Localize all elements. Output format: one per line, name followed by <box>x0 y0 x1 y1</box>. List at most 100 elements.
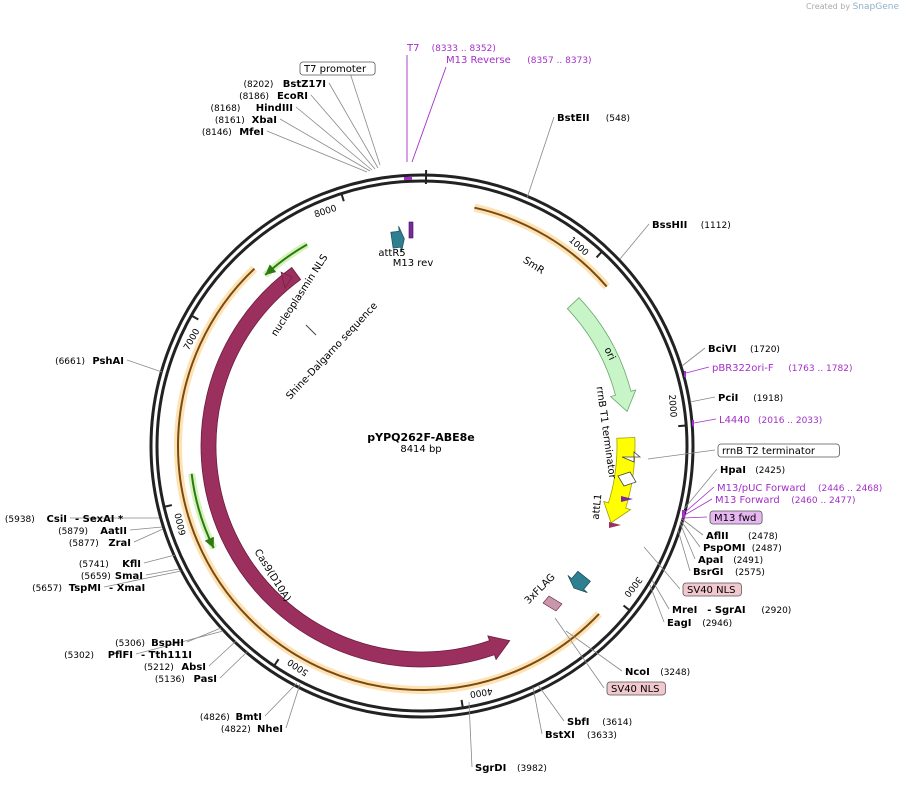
tick-mark <box>595 250 603 259</box>
primer-position: (1763 .. 1782) <box>788 364 852 374</box>
tick-label: 4000 <box>469 685 493 698</box>
site-position: (5212) <box>144 663 174 673</box>
orange-arcs <box>174 203 610 694</box>
site-label: MreI <box>672 605 697 616</box>
site-position: (3614) <box>602 718 632 728</box>
shine-dalgarno-mark <box>305 324 317 336</box>
site-label: BssHII <box>652 220 687 231</box>
site-label: BstEII <box>557 113 590 124</box>
leader-line <box>683 486 715 514</box>
feature-arrow <box>390 226 405 253</box>
primer-site-mark <box>682 510 685 518</box>
tick-mark <box>340 193 345 202</box>
leader-line <box>295 106 373 171</box>
site-position: (4822) <box>221 725 251 735</box>
site-label: BstXI <box>545 730 575 741</box>
primer-site-mark <box>684 371 686 377</box>
feature-mini-mark <box>609 522 621 528</box>
site-position: (8146) <box>202 128 232 138</box>
site-label: - SgrAI <box>707 605 745 616</box>
site-position: (8168) <box>210 104 240 114</box>
leader-line <box>693 418 717 424</box>
label-box <box>606 681 666 696</box>
site-label: BsrGI <box>693 567 723 578</box>
site-label: - Tth111I <box>141 650 192 661</box>
leader-line <box>349 72 381 166</box>
site-label: - XmaI <box>109 583 145 594</box>
leader-line <box>145 568 180 576</box>
site-label: TspMI <box>69 583 101 594</box>
site-position: (3248) <box>660 668 690 678</box>
feature-arrow <box>566 297 637 413</box>
plasmid-name: pYPQ262F-ABE8e <box>367 431 474 444</box>
site-label: EcoRI <box>277 91 308 102</box>
leader-line <box>683 468 718 510</box>
tick-mark <box>273 658 280 667</box>
site-position: (8161) <box>215 116 245 126</box>
tick-mark <box>190 314 199 321</box>
leader-line <box>682 516 708 519</box>
leader-line <box>689 396 716 403</box>
primer-position: (2016 .. 2033) <box>758 416 822 426</box>
feature-box-label: T7 promoter <box>303 64 367 75</box>
site-position: (1112) <box>701 221 731 231</box>
snapgene-credit: Created by SnapGene <box>806 2 899 12</box>
leader-line <box>526 116 555 199</box>
leader-line <box>328 82 379 169</box>
site-position: (5741) <box>79 560 109 570</box>
site-label: PshAI <box>92 356 124 367</box>
site-label: PspOMI <box>703 543 745 554</box>
primer-position: (2460 .. 2477) <box>791 496 855 506</box>
site-label: KflI <box>122 559 141 570</box>
tick-label: 2000 <box>666 394 678 418</box>
label-box <box>299 61 376 76</box>
site-label: PflFI <box>108 650 133 661</box>
feature-label: attL1 <box>591 493 605 520</box>
flag-mark <box>542 595 563 612</box>
leader-line <box>554 617 605 689</box>
site-label: PciI <box>718 393 738 404</box>
site-position: (1720) <box>750 345 780 355</box>
terminator-arrow <box>621 451 642 463</box>
primer-label: L4440 <box>719 415 750 426</box>
snapgene-logo: SnapGene <box>852 2 899 12</box>
feature-label: ori <box>602 346 617 362</box>
site-position: (1918) <box>753 394 783 404</box>
site-label: NheI <box>257 724 283 735</box>
leader-line <box>647 449 716 460</box>
site-labels: BstEII(548)BssHII(1112)BciVI(1720)pBR322… <box>5 43 882 774</box>
site-position: (5879) <box>58 527 88 537</box>
primer-label: M13/pUC Forward <box>717 483 806 494</box>
feature-box-label: SV40 NLS <box>687 585 736 596</box>
site-position: (5302) <box>64 651 94 661</box>
site-label: SgrDI <box>475 763 506 774</box>
leader-line <box>129 526 163 531</box>
leader-line <box>679 522 696 560</box>
primer-label: pBR322ori-F <box>712 363 774 374</box>
feature-label: Shine-Dalgarno sequence <box>284 301 380 402</box>
site-label: XbaI <box>252 115 277 126</box>
feature-box-label: M13 fwd <box>714 513 756 524</box>
site-label: HpaI <box>720 465 746 476</box>
leader-line <box>264 682 298 717</box>
site-label: SmaI <box>115 571 143 582</box>
site-position: (3982) <box>517 764 547 774</box>
orange-arc <box>474 206 608 288</box>
feature-label: attR5 <box>378 248 405 259</box>
site-label: BciVI <box>708 344 736 355</box>
green-arrow-head <box>265 264 277 276</box>
tick-mark <box>163 504 173 508</box>
leader-line <box>126 359 163 373</box>
label-box <box>709 510 763 525</box>
nls-mark <box>280 271 293 289</box>
tick-mark <box>678 424 687 428</box>
site-position: (8186) <box>239 92 269 102</box>
site-label: AflII <box>706 531 729 542</box>
orange-arc <box>177 267 600 691</box>
primer-label: M13 Reverse <box>446 55 511 66</box>
leader-line <box>682 498 713 517</box>
site-label: BstZ17I <box>283 79 326 90</box>
site-label: HindIII <box>256 103 293 114</box>
site-position: (5657) <box>32 584 62 594</box>
